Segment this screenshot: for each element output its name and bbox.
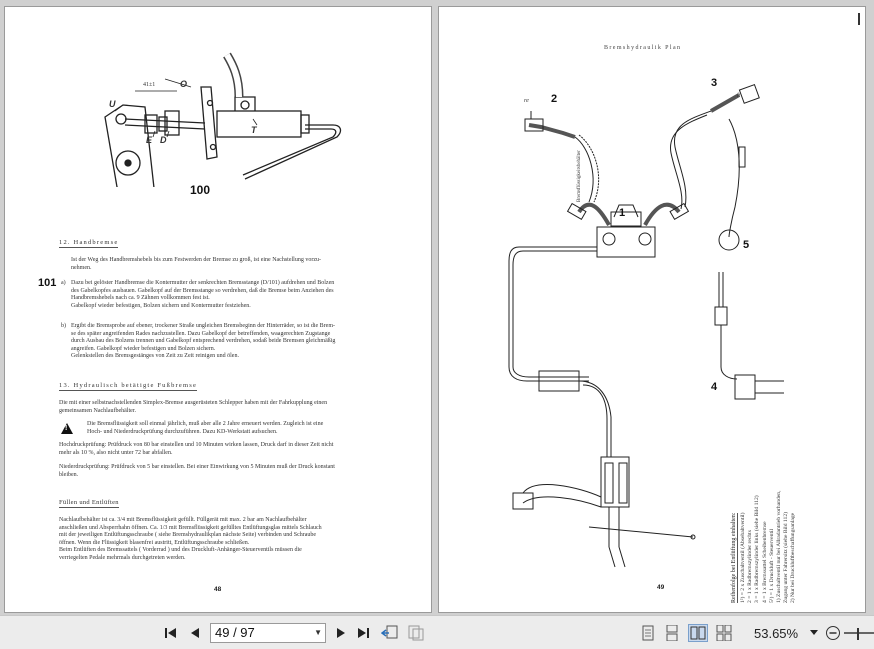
reservoir-label: Bremsflüssigkeitsbehälter bbox=[577, 150, 582, 202]
first-page-icon[interactable] bbox=[162, 624, 180, 642]
two-page-continuous-icon[interactable] bbox=[716, 624, 732, 642]
continuous-view-icon[interactable] bbox=[665, 624, 679, 642]
legend-line: 3 = 1 x Radbremszylinder links (siehe Bi… bbox=[754, 495, 761, 603]
niederdruck-text: Niederdruckprüfung: Prüfdruck von 5 bar … bbox=[59, 464, 335, 478]
bleeding-legend: Reihenfolge bei Entlüftung einhalten: 1²… bbox=[722, 413, 798, 603]
zoom-out-icon[interactable] bbox=[824, 624, 842, 642]
page-48: 41±1 U E D O T 100 12. Handbremse Ist de… bbox=[4, 6, 432, 613]
next-page-icon[interactable] bbox=[332, 624, 350, 642]
handbrake-figure bbox=[104, 52, 342, 187]
single-page-view-icon[interactable] bbox=[641, 625, 655, 641]
page-field-value: 49 / 97 bbox=[215, 625, 255, 640]
warning-triangle-icon: ! bbox=[61, 423, 73, 434]
figure-ref-101: 101 bbox=[38, 277, 57, 289]
dropdown-caret-icon[interactable]: ▼ bbox=[314, 628, 322, 637]
item-a-text: Dazu bei gelöster Handbremse die Konterm… bbox=[71, 280, 335, 309]
diagram-label-1: 1 bbox=[619, 207, 626, 219]
figure-label-t: T bbox=[251, 125, 257, 135]
section-12-heading: 12. Handbremse bbox=[59, 239, 119, 248]
diagram-label-li: li bbox=[737, 93, 741, 99]
hochdruck-text: Hochdruckprüfung: Prüfdruck von 80 bar e… bbox=[59, 442, 334, 456]
zoom-dropdown-icon[interactable] bbox=[808, 624, 820, 642]
item-b-marker: b) bbox=[61, 323, 66, 329]
warning-text: Die Bremsflüssigkeit soll einmal jährlic… bbox=[87, 421, 324, 435]
figure-label-u: U bbox=[109, 99, 116, 109]
legend-title: Reihenfolge bei Entlüftung einhalten: bbox=[731, 512, 738, 603]
section-13-intro: Die mit einer selbstnachstellenden Simpl… bbox=[59, 400, 328, 414]
legend-line: 4 = 1 x Bremssattel Scheibenbremse bbox=[761, 521, 768, 603]
figure-label-o: O bbox=[180, 79, 188, 89]
section-12-intro: Ist der Weg des Handbremshebels bis zum … bbox=[71, 257, 322, 271]
item-b-text: Ergibt die Bremsprobe auf ebener, trocke… bbox=[71, 323, 336, 360]
document-viewer: 41±1 U E D O T 100 12. Handbremse Ist de… bbox=[4, 6, 866, 613]
section-13-heading: 13. Hydraulisch betätigte Fußbremse bbox=[59, 382, 198, 391]
legend-line: 2) Nur bei Druckluftbeschaffungsanlage bbox=[790, 512, 797, 603]
fill-text: Nachlaufbehälter ist ca. 3/4 mit Bremsfl… bbox=[59, 517, 322, 561]
previous-page-icon[interactable] bbox=[186, 624, 204, 642]
diagram-label-2: 2 bbox=[551, 93, 558, 105]
diagram-label-3: 3 bbox=[711, 77, 718, 89]
plan-title: Bremshydraulik Plan bbox=[604, 45, 682, 51]
dimension-label: 41±1 bbox=[143, 82, 156, 88]
diagram-label-4: 4 bbox=[711, 381, 718, 393]
page-corner-mark bbox=[858, 13, 860, 25]
item-a-marker: a) bbox=[61, 280, 66, 286]
last-page-icon[interactable] bbox=[354, 624, 372, 642]
figure-label-e: E bbox=[146, 135, 153, 145]
page-number-48: 48 bbox=[214, 586, 222, 593]
figure-number: 100 bbox=[190, 183, 211, 197]
zoom-level: 53.65% bbox=[754, 626, 799, 641]
fill-heading: Füllen und Entlüften bbox=[59, 499, 119, 508]
diagram-label-5: 5 bbox=[743, 239, 750, 251]
page-number-49: 49 bbox=[657, 584, 665, 591]
back-view-icon[interactable] bbox=[380, 624, 400, 642]
diagram-label-re: re bbox=[524, 98, 529, 104]
two-page-view-icon[interactable] bbox=[688, 624, 708, 642]
viewer-toolbar: 49 / 97 ▼ 53.65% bbox=[0, 615, 874, 649]
page-number-field[interactable]: 49 / 97 ▼ bbox=[210, 623, 326, 643]
legend-line: 1²) = 2 x Zuschaltventil (Absehaltventil… bbox=[740, 512, 746, 603]
brake-hydraulic-diagram bbox=[508, 83, 784, 568]
page-49: Bremshydraulik Plan bbox=[438, 6, 866, 613]
zoom-slider[interactable] bbox=[844, 632, 874, 634]
figure-label-d: D bbox=[160, 135, 167, 145]
legend-line: 5¹) = 1 x Druckluft - Steuerventil bbox=[768, 528, 775, 603]
forward-view-icon[interactable] bbox=[406, 624, 426, 642]
zoom-slider-thumb[interactable] bbox=[857, 628, 859, 640]
